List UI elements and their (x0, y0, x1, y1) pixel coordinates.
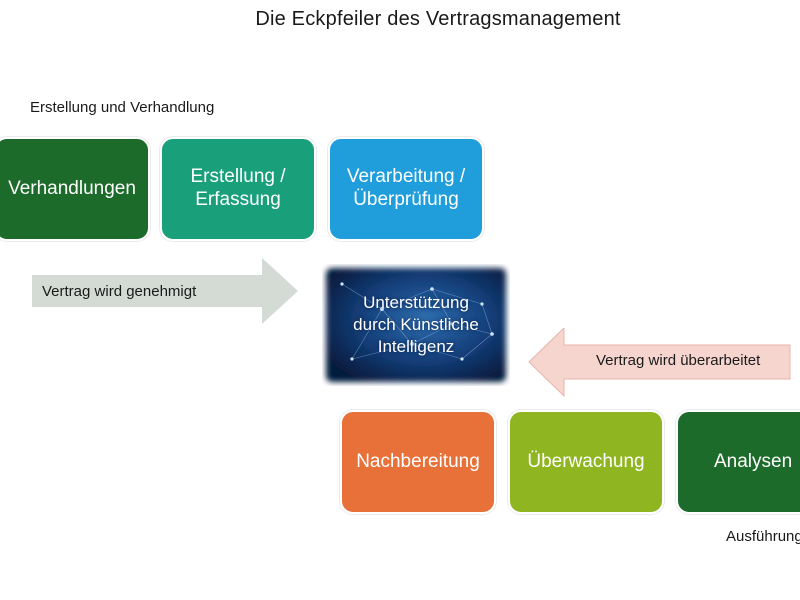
box-ueberwachung: Überwachung (508, 410, 664, 514)
box-verarbeitung-ueberpruefung: Verarbeitung / Überprüfung (328, 137, 484, 241)
arrow-revised-label: Vertrag wird überarbeitet (596, 352, 761, 369)
section-label-execution: Ausführung (726, 528, 800, 545)
section-label-creation: Erstellung und Verhandlung (30, 99, 215, 116)
ai-support-label: Unterstützung durch Künstliche Intellige… (353, 292, 479, 357)
network-background (326, 268, 506, 382)
box-nachbereitung: Nachbereitung (340, 410, 496, 514)
diagram-title: Die Eckpfeiler des Vertragsmanagement (255, 8, 621, 30)
box-analysen: Analysen (676, 410, 800, 514)
arrow-revised-shape (528, 328, 791, 398)
box-erstellung-erfassung: Erstellung / Erfassung (160, 137, 316, 241)
arrow-revised (528, 328, 791, 398)
arrow-approved (32, 258, 298, 324)
arrow-approved-shape (32, 258, 298, 324)
ai-support-panel: Unterstützung durch Künstliche Intellige… (322, 264, 510, 386)
arrow-approved-label: Vertrag wird genehmigt (42, 283, 197, 300)
box-verhandlungen: Verhandlungen (0, 137, 150, 241)
